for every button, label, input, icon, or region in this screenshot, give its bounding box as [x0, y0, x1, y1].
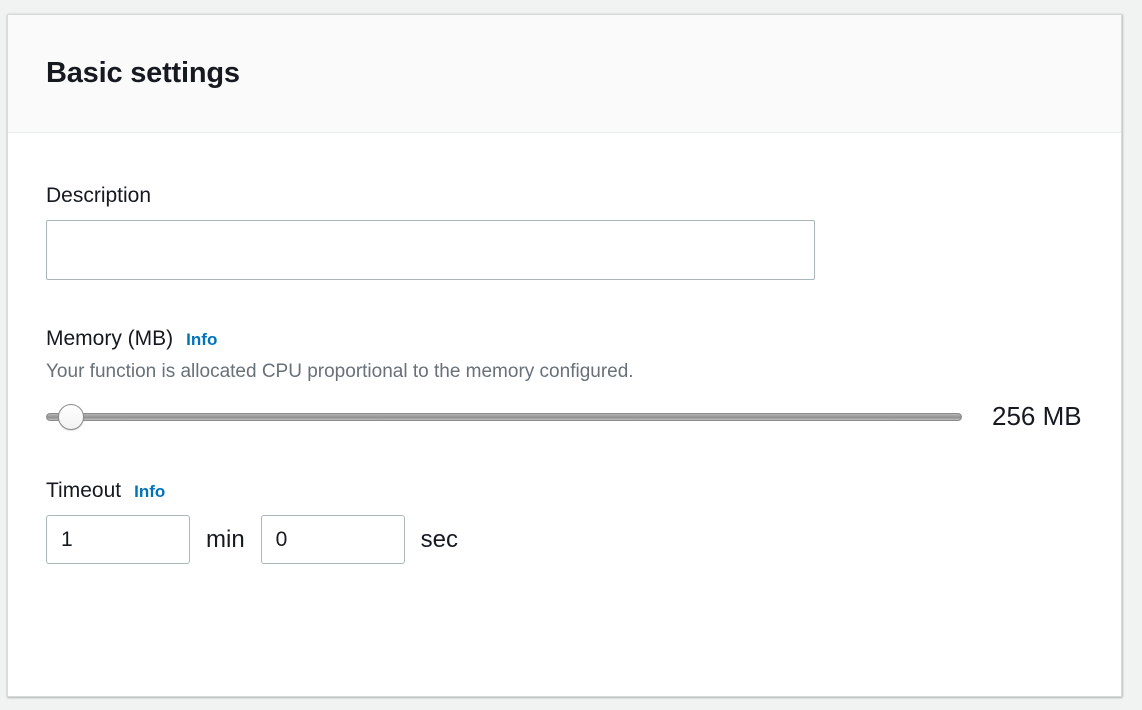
timeout-minutes-input[interactable] [46, 515, 190, 564]
description-field-group: Description [46, 185, 1083, 280]
memory-slider[interactable] [46, 405, 962, 428]
timeout-seconds-unit: sec [420, 525, 459, 553]
description-input[interactable] [46, 220, 815, 280]
timeout-label: Timeout Info [46, 480, 1083, 501]
memory-helper-text: Your function is allocated CPU proportio… [46, 361, 634, 382]
memory-info-link[interactable]: Info [186, 330, 218, 349]
timeout-inputs: min sec [46, 515, 1083, 564]
timeout-seconds-input[interactable] [260, 515, 405, 564]
memory-slider-row: 256 MB [46, 401, 1083, 432]
memory-label: Memory (MB) Info [46, 328, 1083, 349]
memory-field-group: Memory (MB) Info Your function is alloca… [46, 328, 1083, 432]
memory-label-text: Memory (MB) [46, 327, 174, 350]
memory-value-label: 256 MB [992, 401, 1082, 431]
timeout-minutes-unit: min [206, 525, 245, 553]
basic-settings-panel: Basic settings Description Memory (MB) I… [7, 14, 1122, 697]
timeout-label-text: Timeout [46, 479, 122, 502]
panel-header: Basic settings [8, 15, 1121, 133]
description-label-text: Description [46, 184, 152, 207]
panel-body: Description Memory (MB) Info Your functi… [8, 133, 1121, 564]
page-title: Basic settings [46, 57, 240, 89]
timeout-info-link[interactable]: Info [134, 482, 166, 501]
description-label: Description [46, 185, 1083, 206]
timeout-field-group: Timeout Info min sec [46, 480, 1083, 564]
